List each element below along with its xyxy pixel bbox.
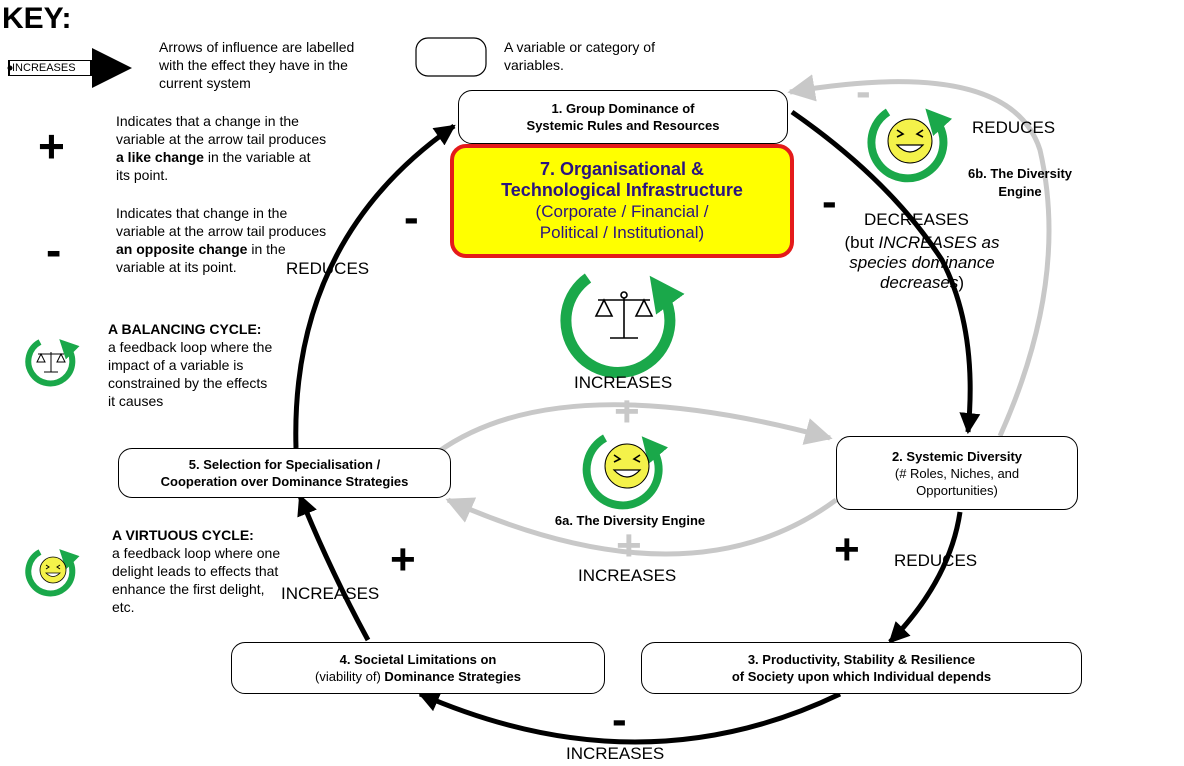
sign-5-to-2: + (614, 387, 640, 436)
node-4-line1: 4. Societal Limitations on (339, 652, 497, 667)
key-virtuous-title: A VIRTUOUS CYCLE: (112, 527, 254, 543)
arrow-2-to-3 (888, 511, 963, 644)
node-2-systemic-diversity: 2. Systemic Diversity (# Roles, Niches, … (836, 436, 1078, 510)
key-plus-desc-bold: a like change (116, 149, 204, 165)
arrow-5-to-1 (293, 123, 456, 449)
arrow-3-to-4 (418, 691, 842, 745)
key-arrow-example (7, 48, 132, 88)
node-3-productivity: 3. Productivity, Stability & Resilience … (641, 642, 1082, 694)
balancing-cycle-icon (560, 273, 685, 379)
label-3-to-4: INCREASES (566, 744, 665, 763)
key-minus-symbol: - (46, 224, 62, 276)
sign-2-to-3: + (834, 525, 860, 574)
key-plus-desc-1: Indicates that a change in the variable … (116, 113, 327, 147)
arrow-1-to-2 (790, 109, 981, 435)
arrow-2-to-1 (787, 74, 1052, 438)
key-minus-desc-bold: an opposite change (116, 241, 248, 257)
key-balancing-title: A BALANCING CYCLE: (108, 321, 262, 337)
key-title: KEY: (2, 2, 72, 35)
label-2-to-3: REDUCES (894, 551, 978, 570)
smiley-icon (604, 443, 650, 489)
node-4-societal-limitations: 4. Societal Limitations on (viability of… (231, 642, 605, 694)
arrow-4-to-5 (297, 494, 371, 642)
key-plus-desc-2: in the variable at its point. (116, 149, 311, 183)
node-7-infrastructure: 7. Organisational & Technological Infras… (450, 144, 794, 258)
sign-5-to-1: - (404, 193, 419, 242)
key-balancing-icon (25, 339, 80, 387)
node-7-subtitle: (Corporate / Financial / Political / Ins… (535, 202, 709, 242)
node-1-line1: 1. Group Dominance of (551, 101, 695, 116)
scales-icon (594, 291, 654, 339)
key-arrow-example-label: INCREASES (12, 62, 76, 74)
key-minus-desc-2: in the variable at its point. (116, 241, 286, 275)
virtuous-cycle-6a-icon (582, 434, 669, 510)
sign-3-to-4: - (612, 695, 627, 744)
smiley-icon (887, 118, 933, 164)
node-2-subtitle: (# Roles, Niches, and Opportunities) (894, 465, 1020, 498)
label-1-to-2-note-1: (but (844, 233, 879, 252)
label-5-to-2: INCREASES (574, 373, 673, 392)
engine-6b-label: 6b. The Diversity Engine (967, 166, 1073, 199)
node-3-line1: 3. Productivity, Stability & Resilience (747, 652, 976, 667)
node-1-line2: Systemic Rules and Resources (526, 118, 720, 133)
label-2-to-5: INCREASES (578, 566, 677, 585)
label-2-to-1: REDUCES (972, 118, 1056, 137)
key-minus-desc-1: Indicates that change in the variable at… (116, 205, 327, 239)
key-virtuous-description: a feedback loop where one delight leads … (112, 545, 281, 615)
node-4-prefix: (viability of) (315, 669, 385, 684)
key-variable-description: A variable or category of variables. (504, 39, 655, 73)
node-3-line2: of Society upon which Individual depends (731, 669, 992, 684)
node-5-line2: Cooperation over Dominance Strategies (160, 474, 409, 489)
node-2-title: 2. Systemic Diversity (891, 448, 1023, 464)
key-arrow-description: Arrows of influence are labelled with th… (159, 39, 355, 91)
label-5-to-1: REDUCES (286, 259, 370, 278)
sign-1-to-2: - (822, 177, 837, 226)
node-4-bold: Dominance Strategies (384, 669, 521, 684)
label-1-to-2-note-2: ) (958, 273, 965, 292)
engine-6a-label: 6a. The Diversity Engine (554, 513, 706, 528)
key-virtuous-icon (25, 549, 80, 597)
key-variable-box (415, 37, 487, 77)
key-minus-description: Indicates that change in the variable at… (116, 204, 328, 276)
node-5-selection: 5. Selection for Specialisation / Cooper… (118, 448, 451, 498)
label-1-to-2-note: (but INCREASES as species dominance decr… (820, 233, 1024, 293)
node-1-group-dominance: 1. Group Dominance of Systemic Rules and… (458, 90, 788, 144)
arrow-2-to-5 (445, 497, 838, 557)
node-5-line1: 5. Selection for Specialisation / (188, 457, 381, 472)
sign-2-to-1: - (856, 67, 871, 116)
node-4-line2: (viability of) Dominance Strategies (232, 668, 604, 685)
node-7-title: 7. Organisational & Technological Infras… (501, 159, 743, 200)
label-4-to-5: INCREASES (281, 584, 380, 603)
label-1-to-2-note-italic: INCREASES as species dominance decreases (849, 233, 1000, 292)
sign-4-to-5: + (390, 535, 416, 584)
key-balancing-description: a feedback loop where the impact of a va… (108, 339, 273, 409)
arrow-5-to-2 (436, 402, 833, 455)
virtuous-cycle-6b-icon (867, 108, 953, 183)
key-plus-description: Indicates that a change in the variable … (116, 112, 328, 184)
key-plus-symbol: + (38, 120, 65, 172)
sign-2-to-5: + (616, 521, 642, 570)
label-1-to-2: DECREASES (864, 210, 969, 229)
